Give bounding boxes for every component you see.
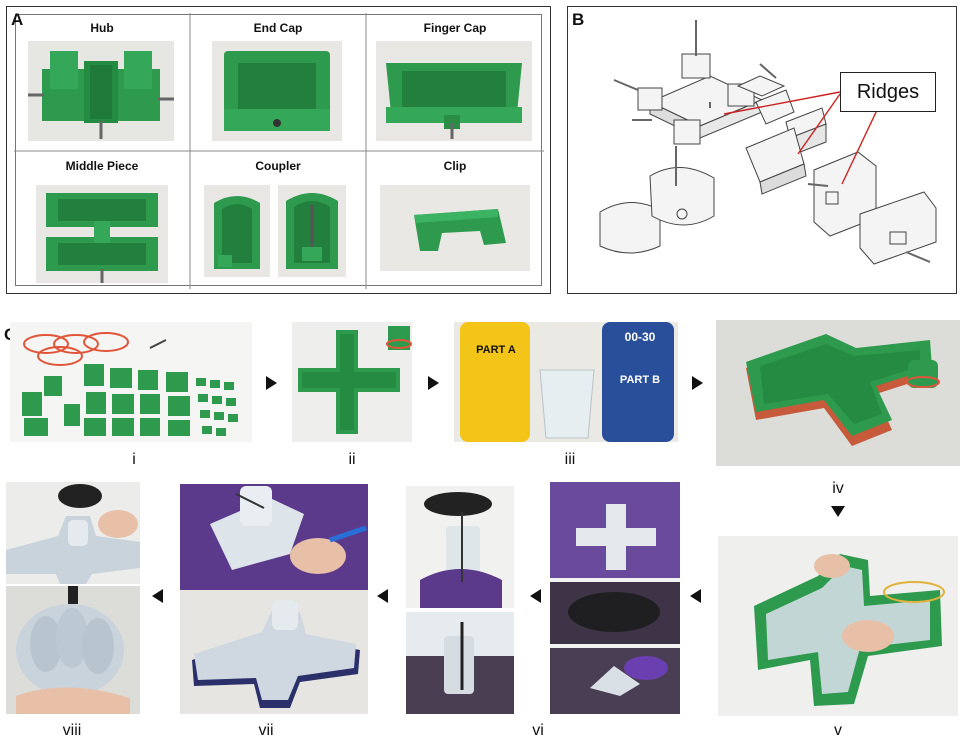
step-label-v: v — [834, 722, 842, 739]
panel-a-label: A — [11, 10, 24, 29]
end-cap-photo — [212, 41, 342, 141]
part-title-finger-cap: Finger Cap — [423, 21, 487, 35]
bottle-b-label: PART B — [619, 374, 661, 386]
step-ii-photo — [292, 322, 412, 442]
bottle-a-label: PART A — [476, 344, 516, 356]
part-title-coupler: Coupler — [255, 159, 301, 173]
part-title-hub: Hub — [90, 21, 114, 35]
ridges-callout: Ridges — [840, 72, 936, 112]
step-vii-photo-2 — [180, 590, 368, 714]
step-label-ii: ii — [348, 451, 356, 468]
finger-cap-photo — [376, 41, 532, 141]
arrow-i-ii — [266, 376, 277, 390]
step-label-i: i — [132, 451, 136, 468]
step-iii-photo: PART A 00-30 PART B — [454, 322, 678, 442]
panel-a — [6, 6, 551, 294]
arrow-vii-viii — [152, 589, 163, 603]
coupler-photo-2 — [278, 185, 346, 277]
panel-b — [567, 6, 957, 294]
part-cell-hub: Hub — [14, 13, 190, 151]
step-vii-photo-1 — [180, 484, 368, 592]
middle-piece-photo — [36, 185, 168, 283]
step-label-iv: iv — [832, 480, 844, 497]
panel-a-grid — [15, 14, 542, 286]
step-viii-photo-2 — [6, 586, 140, 714]
clip-photo — [380, 185, 530, 271]
coupler-photo-1 — [204, 185, 270, 277]
step-i-photo — [10, 322, 252, 442]
step-iv-photo — [716, 320, 960, 466]
part-cell-end-cap: End Cap — [190, 13, 366, 151]
part-cell-clip: Clip — [366, 151, 544, 289]
step-label-viii: viii — [62, 722, 82, 739]
part-cell-finger-cap: Finger Cap — [366, 13, 544, 151]
part-title-clip: Clip — [443, 159, 467, 173]
arrow-iii-iv — [692, 376, 703, 390]
step-iii-art — [460, 322, 674, 442]
part-cell-coupler: Coupler — [190, 151, 366, 289]
arrow-ii-iii — [428, 376, 439, 390]
panel-b-label: B — [572, 10, 585, 29]
bottle-b-code: 00-30 — [624, 330, 656, 344]
arrow-vi-vii — [377, 589, 388, 603]
step-label-iii: iii — [564, 451, 576, 468]
step-vi-photo-1 — [406, 486, 514, 608]
arrow-vi-vi-pair — [530, 589, 541, 603]
part-title-end-cap: End Cap — [253, 21, 303, 35]
part-cell-middle-piece: Middle Piece — [14, 151, 190, 289]
step-label-vi: vi — [532, 722, 544, 739]
hub-photo — [28, 41, 174, 141]
step-viii-photo-1 — [6, 482, 140, 584]
step-v-photo — [718, 536, 958, 716]
arrow-v-vi — [690, 589, 701, 603]
exploded-cad-diagram — [599, 20, 937, 265]
panel-a-gridlines — [14, 13, 544, 289]
step-label-vii: vii — [258, 722, 274, 739]
arrow-iv-v — [831, 506, 845, 517]
step-vi-photo-3 — [550, 482, 680, 714]
part-title-middle-piece: Middle Piece — [65, 159, 139, 173]
step-vi-photo-2 — [406, 612, 514, 714]
